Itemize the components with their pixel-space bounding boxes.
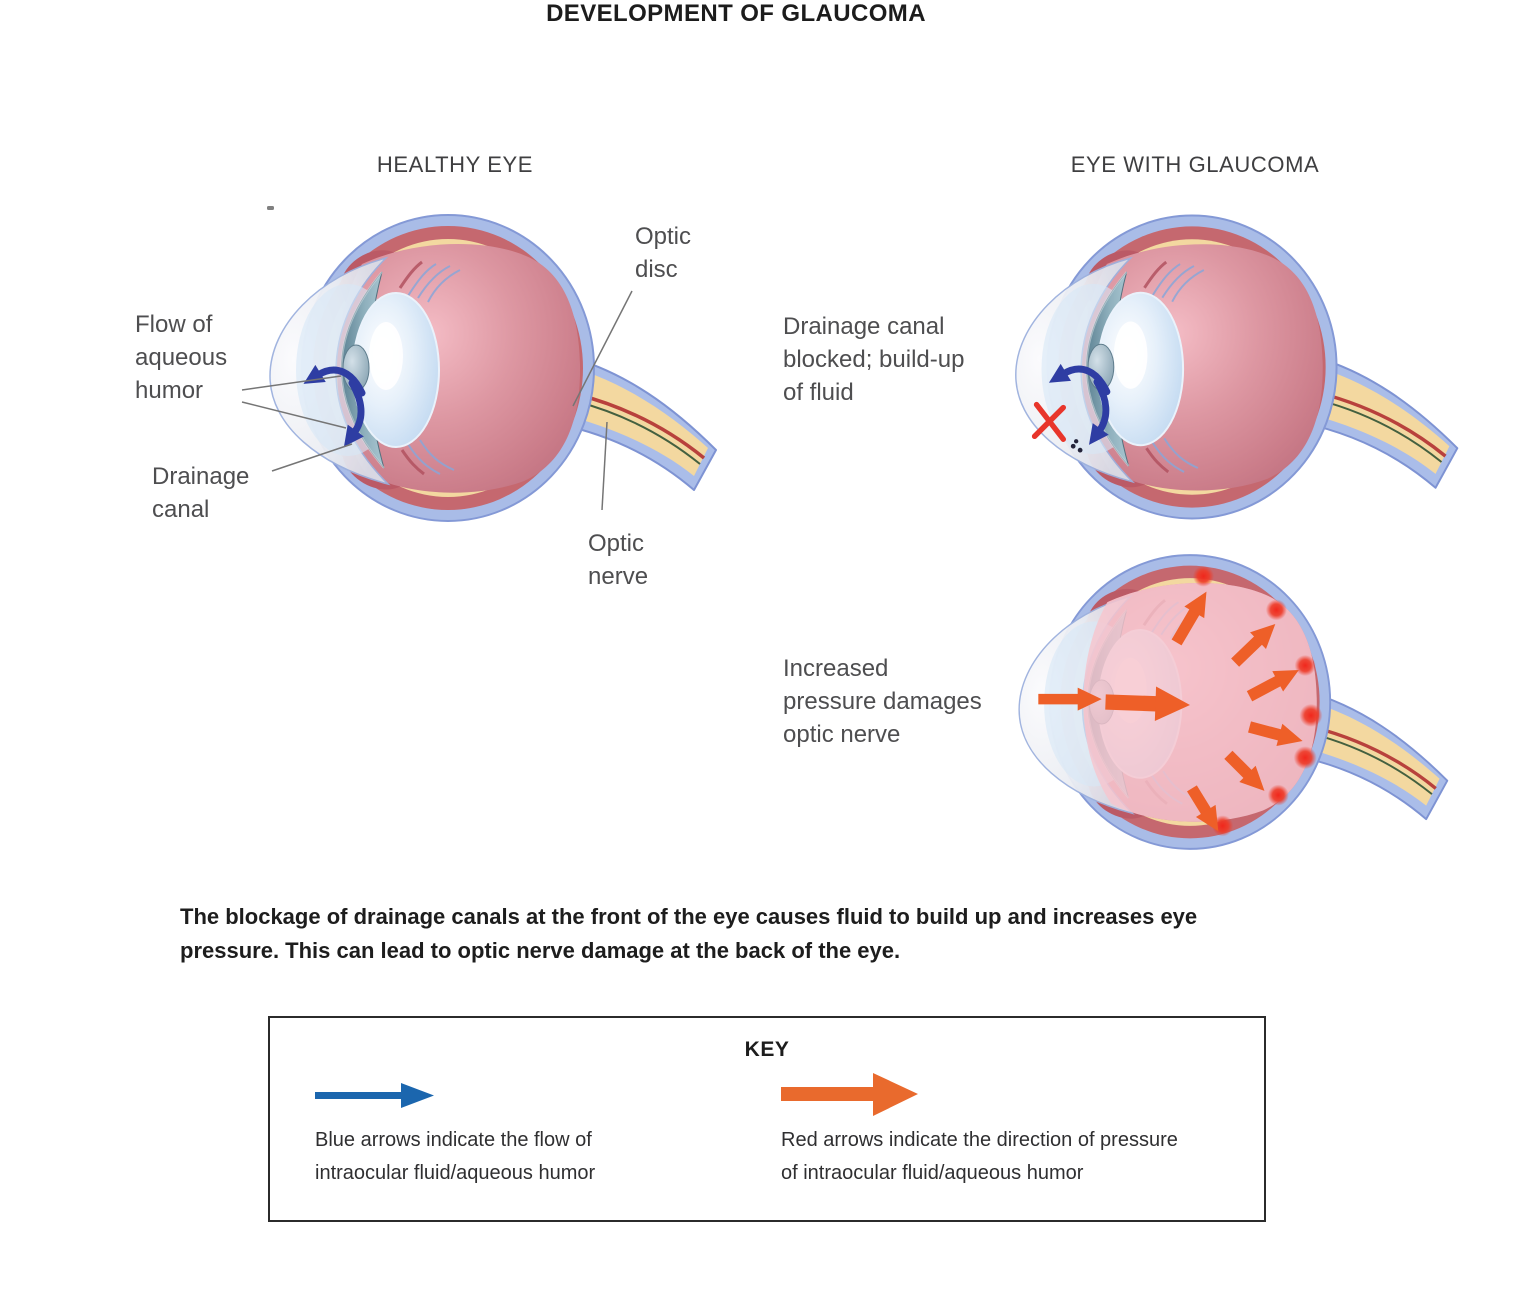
- heading-healthy-eye: HEALTHY EYE: [376, 152, 534, 177]
- label-optic-disc: Optic disc: [635, 223, 692, 283]
- blocked-debris-dots: [1070, 439, 1083, 453]
- label-drainage-canal-blocked: Drainage canal blocked; build-up of flui…: [783, 313, 965, 406]
- key-blue-arrow-icon: [315, 1083, 434, 1108]
- key-title: KEY: [744, 1038, 790, 1061]
- page-title: DEVELOPMENT OF GLAUCOMA: [546, 0, 926, 27]
- heading-eye-with-glaucoma: EYE WITH GLAUCOMA: [1070, 152, 1320, 177]
- key-blue-description: Blue arrows indicate the flow of intraoc…: [315, 1129, 596, 1184]
- key-box: KEY Blue arrows indicate the flow of int…: [268, 1016, 1266, 1222]
- label-optic-nerve: Optic nerve: [588, 530, 649, 590]
- pressure-arrows: [1038, 591, 1303, 832]
- caption-text: The blockage of drainage canals at the f…: [180, 904, 1198, 963]
- label-drainage-canal: Drainage canal: [152, 463, 250, 523]
- glaucoma-eye-pressure-illustration: [1019, 555, 1447, 849]
- label-flow-of-aqueous-humor: Flow of aqueous humor: [135, 311, 228, 404]
- healthy-eye-illustration: [241, 215, 716, 521]
- key-red-description: Red arrows indicate the direction of pre…: [781, 1129, 1178, 1184]
- blocked-x-icon: [1031, 401, 1067, 442]
- aqueous-flow-arrows-blocked: [1048, 363, 1111, 445]
- leader-lines-healthy: [241, 290, 633, 511]
- glaucoma-eye-blocked-illustration: [1016, 216, 1458, 519]
- print-artifact-dot: [267, 206, 274, 210]
- label-increased-pressure: Increased pressure damages optic nerve: [783, 655, 982, 748]
- key-orange-arrow-icon: [781, 1073, 918, 1116]
- aqueous-flow-arrows: [303, 364, 366, 447]
